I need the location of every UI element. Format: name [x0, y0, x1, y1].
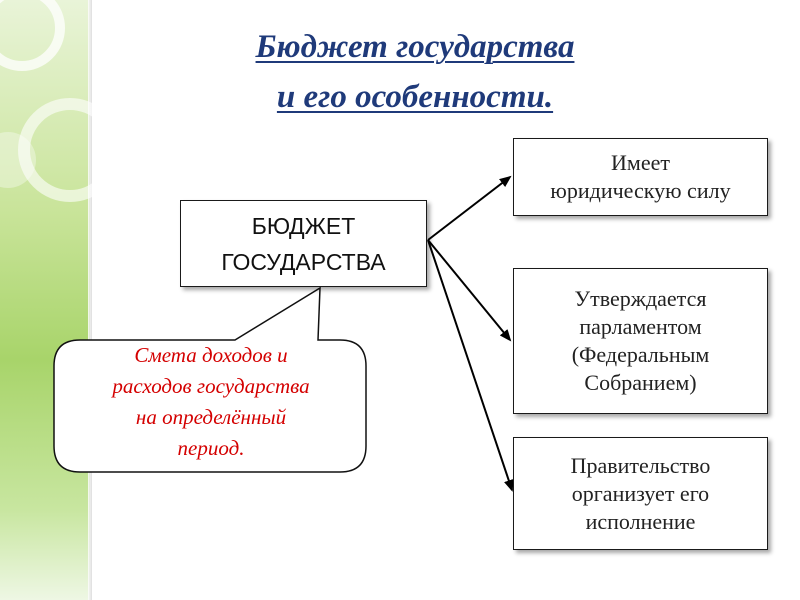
title-line-1: Бюджет государства	[255, 29, 575, 65]
feature-box-government: Правительство организует его исполнение	[513, 437, 768, 550]
title-line-2: и его особенности.	[276, 79, 554, 115]
deco-dot	[0, 132, 36, 188]
arrow-to-government	[427, 239, 514, 492]
decorative-rings	[0, 0, 100, 202]
callout-definition-text: Смета доходов и расходов государства на …	[112, 343, 310, 460]
slide-title: Бюджет государства и его особенности.	[150, 22, 680, 122]
side-strip-edge	[88, 0, 92, 600]
feature-label-legal-force: Имеет юридическую силу	[550, 150, 731, 203]
feature-box-parliament: Утверждается парламентом (Федеральным Со…	[513, 268, 768, 414]
callout-bubble	[53, 286, 367, 473]
feature-label-government: Правительство организует его исполнение	[570, 452, 711, 534]
budget-main-box: БЮДЖЕТ ГОСУДАРСТВА	[180, 200, 427, 287]
arrow-to-legal-force	[427, 175, 512, 241]
feature-box-legal-force: Имеет юридическую силу	[513, 138, 768, 216]
arrow-to-parliament	[427, 239, 512, 342]
feature-label-parliament: Утверждается парламентом (Федеральным Со…	[571, 286, 710, 395]
deco-ring-top	[0, 0, 65, 71]
deco-ring-middle	[18, 98, 100, 202]
budget-main-label: БЮДЖЕТ ГОСУДАРСТВА	[221, 212, 386, 275]
